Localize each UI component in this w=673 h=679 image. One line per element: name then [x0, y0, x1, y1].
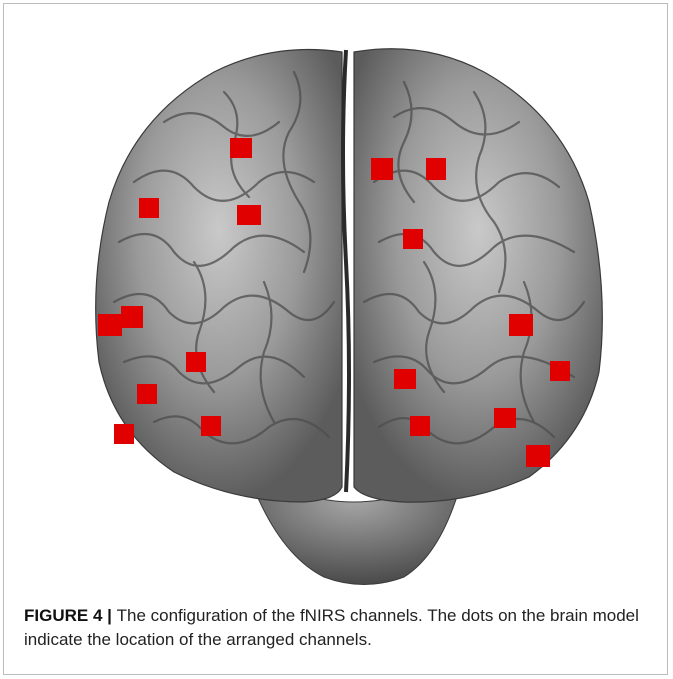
channel-marker	[139, 198, 159, 218]
channel-marker	[237, 205, 261, 225]
longitudinal-fissure	[343, 50, 349, 492]
channel-marker	[137, 384, 157, 404]
channel-marker	[403, 229, 423, 249]
brain-image	[74, 32, 619, 592]
channel-marker	[426, 158, 446, 180]
channel-marker	[526, 445, 550, 467]
figure-caption-text: The configuration of the fNIRS channels.…	[24, 606, 639, 649]
channel-marker	[371, 158, 393, 180]
channel-marker	[230, 138, 252, 158]
channel-marker	[394, 369, 416, 389]
channel-marker	[509, 314, 533, 336]
figure-label: FIGURE 4	[24, 606, 102, 625]
channel-marker	[494, 408, 516, 428]
brain-model-illustration	[74, 32, 619, 592]
channel-marker	[186, 352, 206, 372]
channel-marker	[114, 424, 134, 444]
channel-marker	[201, 416, 221, 436]
figure-separator: |	[102, 606, 116, 625]
channel-marker	[121, 306, 143, 328]
channel-marker	[98, 314, 122, 336]
channel-marker	[410, 416, 430, 436]
figure-panel: FIGURE 4 | The configuration of the fNIR…	[3, 3, 668, 675]
channel-marker	[550, 361, 570, 381]
right-hemisphere	[354, 49, 602, 502]
figure-caption: FIGURE 4 | The configuration of the fNIR…	[24, 604, 652, 652]
